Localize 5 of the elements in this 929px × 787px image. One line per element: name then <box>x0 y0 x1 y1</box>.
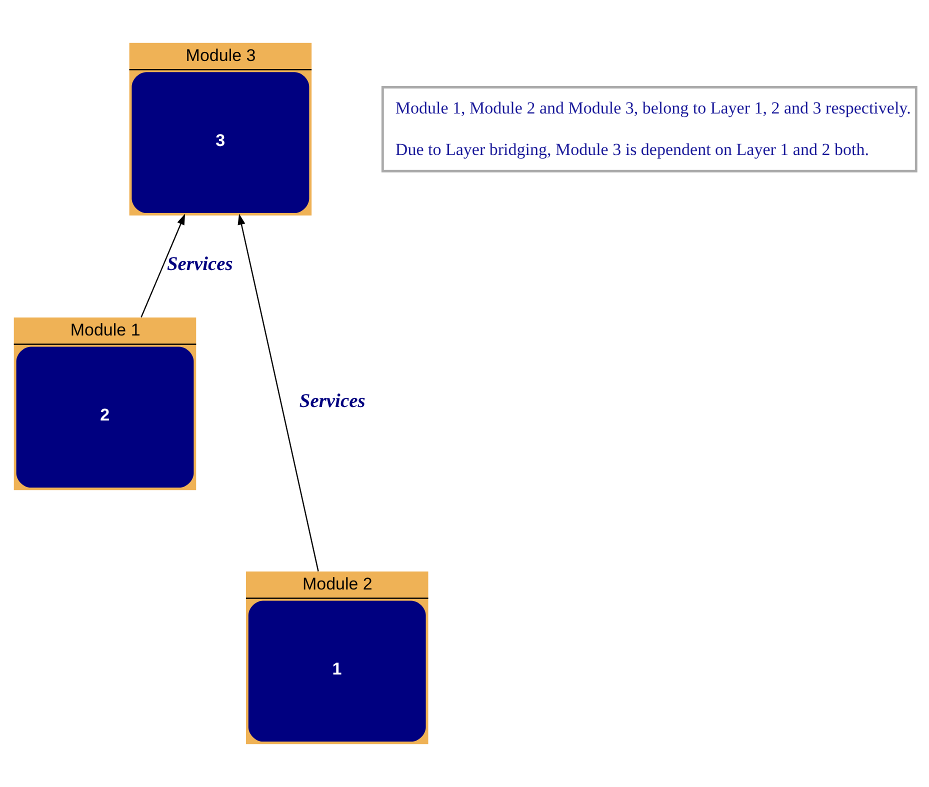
edge-label: Services <box>166 254 232 275</box>
edge-label: Services <box>298 391 365 412</box>
node-box: Module 1, Module 2 and Module 3, belong to Layer 1, 2 and 3 respectively. Due to Layer bridging, Module 3 is dependent on Layer 1 and 2 both. <box>380 86 917 172</box>
arrow <box>140 214 185 318</box>
arrow <box>237 214 318 572</box>
